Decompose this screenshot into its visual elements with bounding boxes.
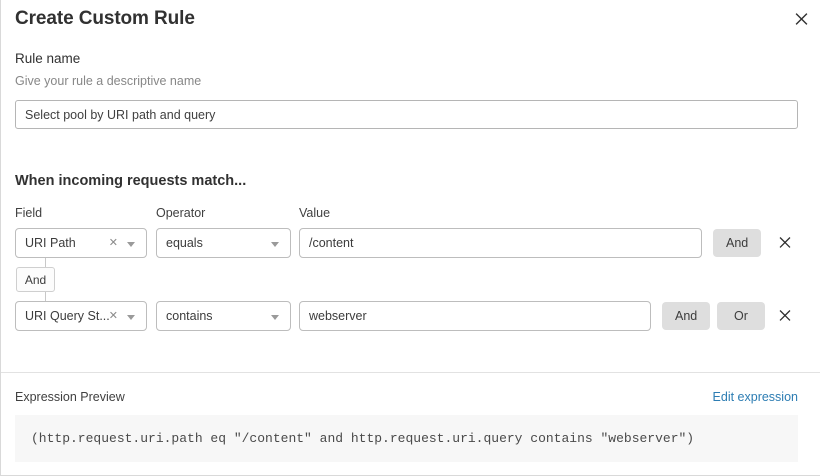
delete-condition-button-2[interactable] bbox=[774, 301, 796, 329]
value-input-1[interactable] bbox=[299, 228, 702, 258]
operator-select-2[interactable]: contains bbox=[156, 301, 291, 331]
field-select-2-label: URI Query St... bbox=[25, 309, 110, 323]
or-button-2[interactable]: Or bbox=[717, 302, 765, 330]
expression-preview-label: Expression Preview bbox=[15, 390, 125, 404]
column-header-value: Value bbox=[299, 206, 331, 220]
value-input-2[interactable] bbox=[299, 301, 651, 331]
operator-select-1-label: equals bbox=[166, 236, 203, 250]
connector-line-top bbox=[45, 258, 46, 268]
logic-connector-badge[interactable]: And bbox=[16, 267, 55, 292]
chevron-down-icon[interactable] bbox=[271, 315, 279, 320]
chevron-down-icon[interactable] bbox=[127, 242, 135, 247]
rule-name-label: Rule name bbox=[15, 51, 81, 66]
close-small-icon[interactable]: ✕ bbox=[108, 237, 118, 249]
column-header-operator: Operator bbox=[156, 206, 206, 220]
column-header-field: Field bbox=[15, 206, 43, 220]
edit-expression-link[interactable]: Edit expression bbox=[712, 390, 798, 404]
field-select-1-label: URI Path bbox=[25, 236, 76, 250]
close-small-icon[interactable]: ✕ bbox=[108, 310, 118, 322]
section-divider bbox=[1, 372, 820, 373]
close-icon[interactable] bbox=[789, 6, 813, 30]
match-section-heading: When incoming requests match... bbox=[15, 173, 247, 189]
chevron-down-icon[interactable] bbox=[271, 242, 279, 247]
field-select-2[interactable]: URI Query St... ✕ bbox=[15, 301, 147, 331]
delete-condition-button-1[interactable] bbox=[774, 228, 796, 256]
connector-line-bottom bbox=[45, 291, 46, 302]
field-select-1[interactable]: URI Path ✕ bbox=[15, 228, 147, 258]
chevron-down-icon[interactable] bbox=[127, 315, 135, 320]
and-button-1[interactable]: And bbox=[713, 229, 762, 257]
operator-select-2-label: contains bbox=[166, 309, 213, 323]
page-title: Create Custom Rule bbox=[15, 8, 195, 29]
and-button-2[interactable]: And bbox=[662, 302, 711, 330]
rule-name-help-text: Give your rule a descriptive name bbox=[15, 74, 202, 88]
operator-select-1[interactable]: equals bbox=[156, 228, 291, 258]
rule-name-input[interactable] bbox=[15, 100, 798, 129]
expression-preview-code: (http.request.uri.path eq "/content" and… bbox=[15, 415, 798, 462]
